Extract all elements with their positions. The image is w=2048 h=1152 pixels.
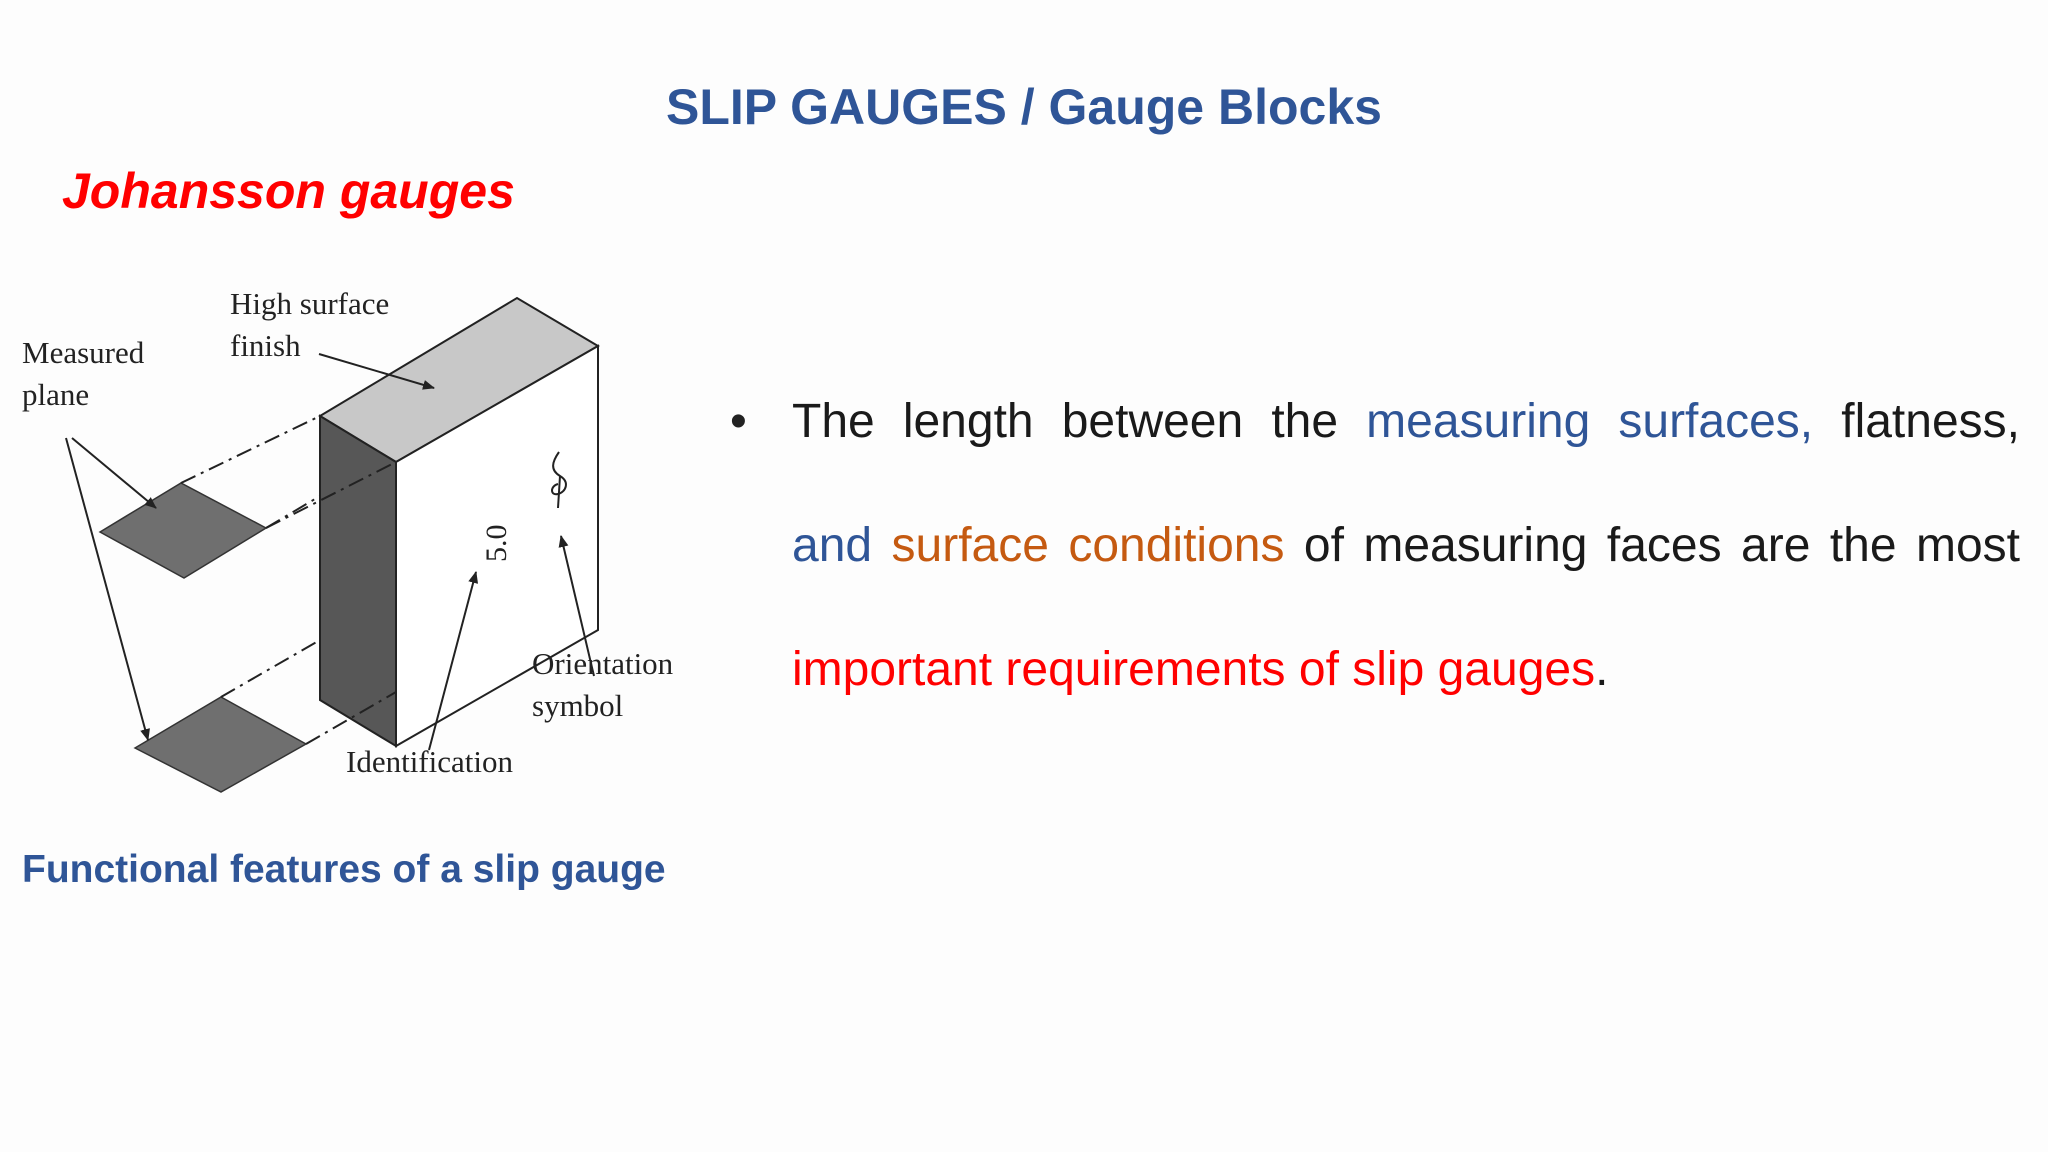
highlight-important-requirements: important requirements of slip gauges (792, 643, 1596, 696)
figure-caption: Functional features of a slip gauge (22, 848, 666, 891)
orientation-symbol-icon (551, 451, 567, 509)
bullet-seg-7: of measuring faces are the most (1284, 519, 2020, 572)
label-high-surface: High surface (230, 286, 389, 321)
highlight-surface-conditions: surface conditions (891, 519, 1285, 572)
block-measuring-face (319, 414, 397, 748)
block-side-face (395, 344, 599, 748)
highlight-measuring-surfaces: measuring surfaces, (1366, 395, 1814, 448)
slip-gauge-figure: High surface finish Measured plane Orien… (14, 280, 714, 810)
label-identification: Identification (346, 744, 513, 779)
label-finish: finish (230, 328, 301, 363)
bullet-point: • The length between the measuring surfa… (730, 360, 2020, 732)
bullet-marker: • (730, 395, 747, 448)
label-orientation: Orientation (532, 646, 674, 681)
highlight-and: and (792, 519, 873, 572)
label-plane: plane (22, 377, 89, 412)
label-measured: Measured (22, 335, 145, 370)
measured-plane-top (98, 482, 268, 579)
slide-title: SLIP GAUGES / Gauge Blocks (666, 79, 1382, 135)
label-symbol: symbol (532, 688, 623, 723)
bullet-seg-5 (872, 519, 891, 572)
bullet-text: The length between the measuring surface… (792, 360, 2020, 732)
measured-plane-bottom (133, 696, 308, 793)
bullet-seg-9: . (1595, 643, 1609, 696)
bullet-seg-3: flatness, (1813, 395, 2020, 448)
bullet-seg-1: The length between the (792, 395, 1367, 448)
slide-subtitle: Johansson gauges (62, 163, 515, 219)
block-value-label: 5.0 (480, 525, 513, 563)
slip-gauge-diagram: High surface finish Measured plane Orien… (22, 286, 674, 793)
